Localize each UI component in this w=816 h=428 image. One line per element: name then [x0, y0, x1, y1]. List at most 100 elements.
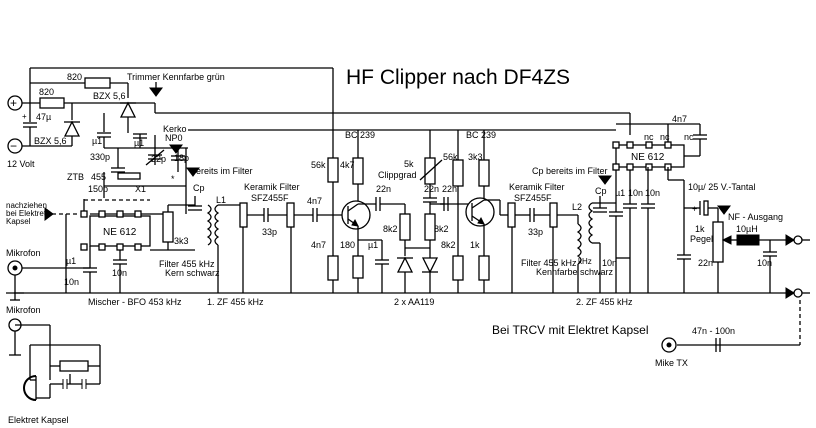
pin-box — [80, 243, 88, 251]
c22n-3-label: 22n — [442, 184, 457, 194]
c18p-label: 18p — [174, 153, 189, 163]
bzx-top-label: BZX 5,6 — [93, 91, 126, 101]
c10n-mix-label: 10n — [64, 277, 79, 287]
nc1-label: nc — [644, 132, 654, 142]
pin-box — [98, 243, 106, 251]
crystal-x1 — [117, 172, 141, 180]
trimmer-arrow — [145, 149, 165, 166]
x1-label: X1 — [135, 184, 146, 194]
resistor-820-left — [39, 97, 65, 109]
cp1-label: Cp — [193, 183, 205, 193]
c10n-r1-label: 10n — [628, 188, 643, 198]
r3k3-2-label: 3k3 — [468, 152, 483, 162]
c47u-plus: + — [22, 112, 27, 121]
tantal-plus: + — [692, 204, 697, 214]
l10uh-label: 10µH — [736, 224, 758, 234]
output-jack-icon[interactable] — [793, 235, 803, 245]
resistor-1k — [478, 255, 490, 281]
mike-tx-label: Mike TX — [655, 358, 688, 368]
pegel-label: Pegel — [690, 234, 713, 244]
resistor-3k3-2 — [478, 159, 490, 187]
mikrofon2-label: Mikrofon — [6, 305, 41, 315]
kennfarbe-schwarz-label: Kennfarbe schwarz — [536, 267, 614, 277]
bc239-2-label: BC 239 — [466, 130, 496, 140]
resistor-56k-1 — [327, 157, 339, 183]
kern-schwarz-label: Kern schwarz — [165, 268, 220, 278]
filter455-1-label: Filter 455 kHz — [159, 259, 215, 269]
ceramic-filter-1-left — [239, 202, 248, 228]
diode-aa119-1-icon — [396, 256, 414, 273]
diode-aa119-2-icon — [421, 257, 439, 274]
c22p-label: 22p — [151, 154, 166, 164]
c33p1-label: 33p — [262, 227, 277, 237]
r8k2-2-label: 8k2 — [434, 224, 449, 234]
ceramic-filter-2-right — [549, 202, 558, 228]
resistor-8k2-3 — [452, 255, 464, 281]
diagram-title: HF Clipper nach DF4ZS — [346, 66, 570, 89]
pot-wiper-icon — [721, 235, 732, 245]
c33p2-label: 33p — [528, 227, 543, 237]
c47n100n-label: 47n - 100n — [692, 326, 735, 336]
khz-label: kHz — [578, 257, 592, 266]
ztb-label: ZTB — [67, 172, 84, 182]
keramik1-label: Keramik Filter — [244, 182, 300, 192]
c10n-r2-label: 10n — [602, 258, 617, 268]
r56k-2-label: 56k — [443, 152, 458, 162]
transistor-bc239-2-icon — [465, 197, 495, 227]
c47u-label: 47µ — [36, 112, 51, 122]
kerko-label: Kerko — [163, 124, 187, 134]
r1k-pegel-label: 1k — [695, 224, 705, 234]
voltage-label: 12 Volt — [7, 159, 35, 169]
coil-l1-secondary — [214, 204, 220, 246]
ground-jack-icon[interactable] — [793, 288, 803, 298]
c10n-out-label: 10n — [757, 258, 772, 268]
zf1-label: 1. ZF 455 kHz — [207, 297, 264, 307]
ceramic-filter-2-left — [507, 202, 516, 228]
pin-box — [612, 163, 620, 171]
c-u1-mid-label: µ1 — [368, 240, 378, 250]
resistor-4k7-b — [327, 255, 339, 281]
arrow-down-icon — [717, 205, 731, 215]
ceramic-filter-1-right — [286, 202, 295, 228]
c330p-label: 330p — [90, 152, 110, 162]
c10n-ne2-label: 10n — [645, 188, 660, 198]
c150p-label: 150p — [88, 184, 108, 194]
resistor-180 — [352, 255, 364, 279]
c-u1-low-label: µ1 — [66, 256, 76, 266]
mike-tx-jack-center — [666, 342, 672, 348]
clippgrad-label: Clippgrad — [378, 170, 417, 180]
zf2-label: 2. ZF 455 kHz — [576, 297, 633, 307]
resistor-3k3 — [162, 211, 174, 243]
r820-top-label: 820 — [67, 72, 82, 82]
pin-box — [626, 163, 634, 171]
coil-l2-secondary — [588, 202, 594, 244]
diodes-label: 2 x AA119 — [394, 297, 434, 307]
sfz1-label: SFZ455F — [251, 193, 289, 203]
arrow-down-icon — [149, 87, 163, 97]
r4k7-1-label: 4k7 — [340, 160, 355, 170]
output-arrow-icon — [785, 234, 795, 246]
transistor-bc239-1-icon — [341, 200, 371, 230]
c4n7-in-label: 4n7 — [307, 196, 322, 206]
zener-diode-left-icon — [63, 120, 81, 137]
r56k-1-label: 56k — [311, 160, 326, 170]
nachziehen-label-2: bei Elektret — [6, 209, 47, 218]
c22n-2-label: 22n — [424, 184, 439, 194]
r820-left-label: 820 — [39, 87, 54, 97]
c-u1-r-label: µ1 — [615, 188, 625, 198]
inductor-10uh — [736, 234, 760, 246]
coil-l1-primary — [206, 204, 212, 246]
nc2-label: nc — [660, 132, 670, 142]
f455-label: 455 — [91, 172, 106, 182]
elektret-note-label: Bei TRCV mit Elektret Kapsel — [492, 323, 649, 337]
mic-jack-center — [12, 265, 18, 271]
c4n7-b-label: 4n7 — [311, 240, 326, 250]
bc239-1-label: BC 239 — [345, 130, 375, 140]
r5k-label: 5k — [404, 159, 414, 169]
potentiometer-1k-pegel[interactable] — [712, 221, 724, 263]
star-label: * — [171, 174, 175, 184]
resistor-56k-2 — [452, 159, 464, 187]
arrow-right-icon — [44, 207, 54, 221]
elektret-capsule-icon — [23, 375, 37, 401]
